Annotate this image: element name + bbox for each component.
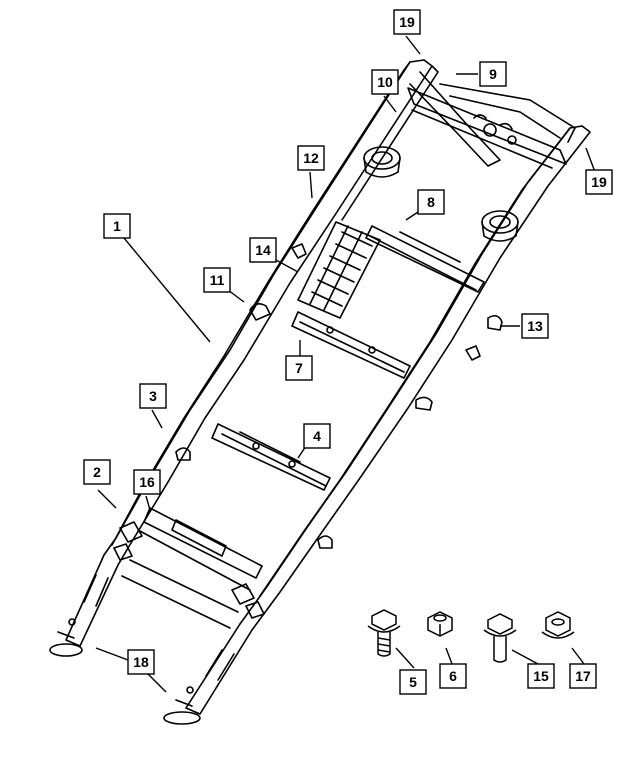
bolt-15 bbox=[483, 613, 517, 663]
callout-8: 8 bbox=[427, 194, 435, 210]
callout-3: 3 bbox=[149, 388, 157, 404]
callout-10: 10 bbox=[377, 74, 393, 90]
callout-11: 11 bbox=[210, 272, 225, 288]
callout-14: 14 bbox=[255, 242, 271, 258]
callout-9: 9 bbox=[489, 66, 497, 82]
callout-17: 17 bbox=[575, 668, 591, 684]
callout-6: 6 bbox=[449, 668, 457, 684]
right-spring-seat bbox=[481, 210, 519, 242]
callout-labels: 19 19 10 9 12 8 1 14 11 13 7 3 4 2 16 18… bbox=[93, 14, 607, 690]
callout-19-top: 19 bbox=[399, 14, 415, 30]
nut-6 bbox=[427, 611, 453, 637]
callout-2: 2 bbox=[93, 464, 101, 480]
bolt-5 bbox=[367, 609, 401, 657]
callout-16: 16 bbox=[139, 474, 155, 490]
crossmember-center bbox=[211, 423, 331, 491]
skid-plate bbox=[297, 221, 381, 319]
right-frame-rail bbox=[239, 125, 591, 631]
callout-4: 4 bbox=[313, 428, 321, 444]
right-front-horn bbox=[163, 623, 253, 725]
body-mount-brackets bbox=[175, 243, 503, 549]
callout-5: 5 bbox=[409, 674, 417, 690]
crossmember-upper bbox=[365, 225, 485, 293]
left-front-horn bbox=[49, 554, 119, 657]
callout-18: 18 bbox=[133, 654, 149, 670]
callout-7: 7 bbox=[295, 360, 303, 376]
front-crossmember bbox=[121, 507, 263, 629]
crossmember-middle bbox=[291, 311, 411, 379]
callout-1: 1 bbox=[113, 218, 121, 234]
callout-13: 13 bbox=[527, 318, 543, 334]
callout-15: 15 bbox=[533, 668, 549, 684]
callout-12: 12 bbox=[303, 150, 319, 166]
front-suspension-brackets bbox=[113, 521, 265, 619]
left-spring-seat bbox=[363, 146, 401, 178]
callout-19-right: 19 bbox=[591, 174, 607, 190]
callout-boxes bbox=[83, 9, 613, 695]
rear-crossmember bbox=[407, 71, 576, 169]
nut-17 bbox=[541, 611, 575, 639]
